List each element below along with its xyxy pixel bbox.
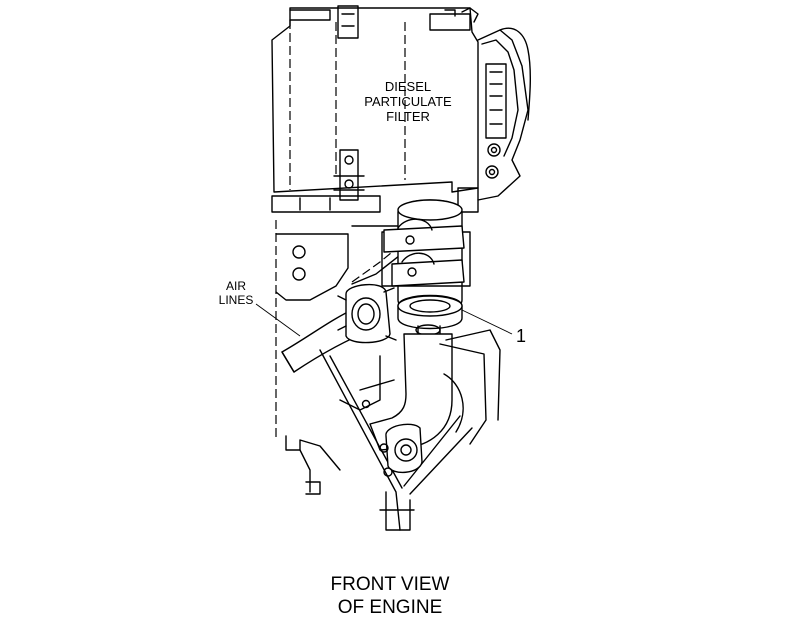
dpf-label-line1: DIESEL [385, 79, 431, 94]
callout-1-leader [461, 309, 513, 335]
exhaust-elbow-pipe [369, 329, 501, 451]
dpf-label-line3: FILTER [386, 109, 430, 124]
caption-line1: FRONT VIEW [330, 574, 450, 595]
air-lines [281, 284, 397, 373]
caption-line2: OF ENGINE [337, 597, 443, 618]
diesel-particulate-filter-housing [271, 5, 479, 213]
exhaust-clamp-assembly [381, 199, 471, 347]
dpf-label-line2: PARTICULATE [364, 94, 452, 109]
air-lines-leader [255, 303, 301, 337]
callout-number-1: 1 [516, 326, 526, 346]
air-lines-label-line1: AIR [226, 279, 246, 293]
lower-mount-bracket [319, 349, 473, 531]
air-lines-label-line2: LINES [219, 293, 254, 307]
sensor-harness-assembly [457, 7, 532, 213]
